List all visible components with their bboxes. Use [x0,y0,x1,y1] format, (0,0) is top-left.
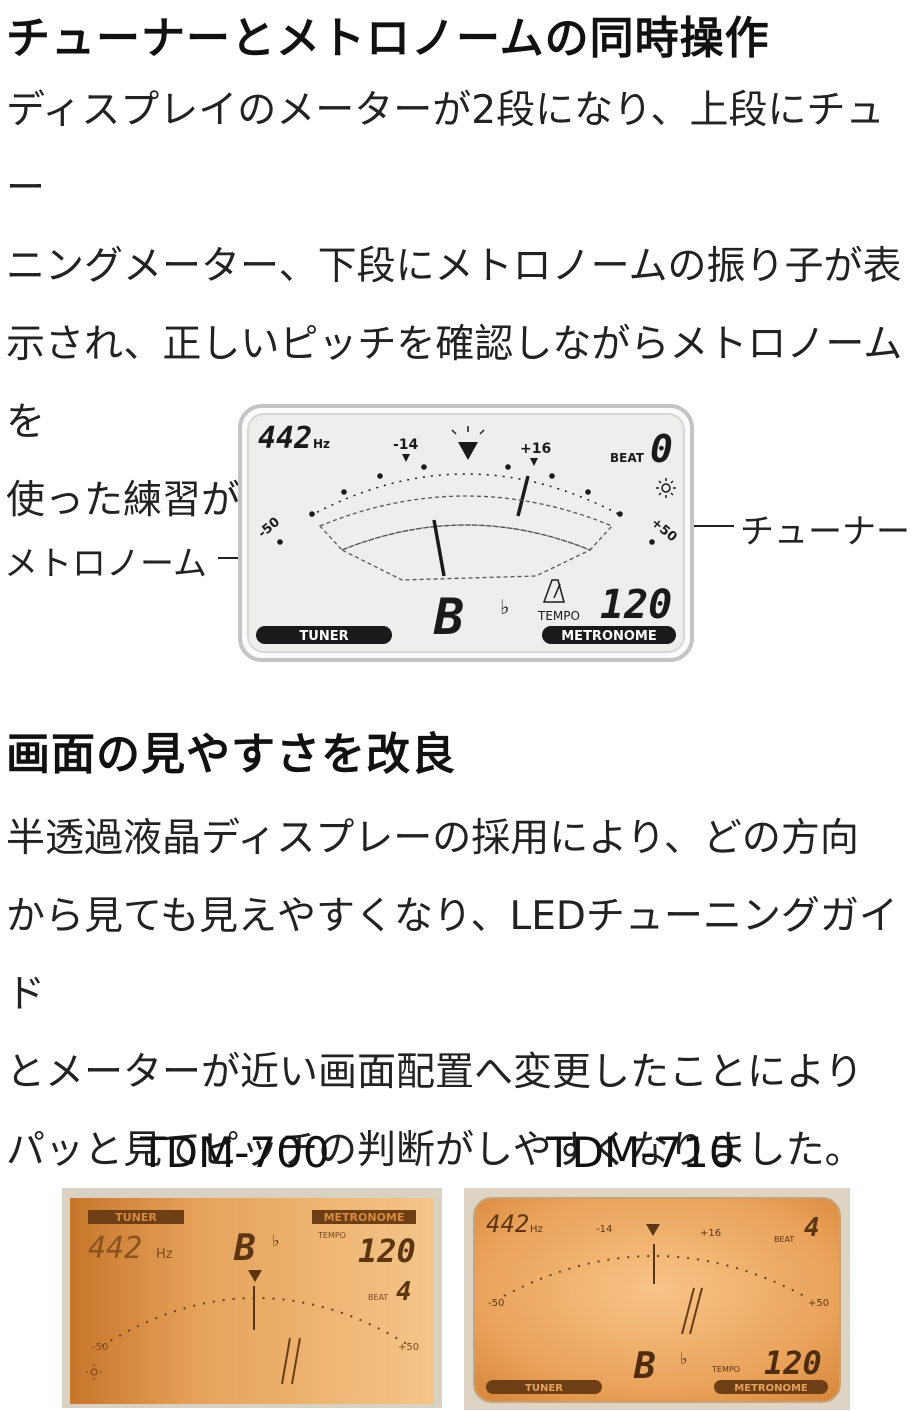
tdm-710-pendulum-1 [681,1287,695,1335]
tuner-badge [256,626,392,644]
tdm-710-pendulum-2 [689,1287,703,1335]
callout-label-tuner: チューナー [740,512,910,552]
tdm-700-accidental: ♭ [272,1231,280,1250]
photo-tdm-700-svg: TUNER METRONOME 442 Hz B ♭ TEMPO 120 BEA… [62,1188,442,1408]
tdm-700-backlight-icon [86,1364,102,1380]
in-tune-rays-icon [451,426,485,435]
photo-tdm-700: TUNER METRONOME 442 Hz B ♭ TEMPO 120 BEA… [62,1188,442,1408]
tdm-710-frequency-unit: Hz [530,1224,543,1235]
section-body-visibility: 半透過液晶ディスプレーの採用により、どの方向 から見ても見えやすくなり、LEDチ… [6,816,898,1173]
model-label-tdm-700: TDM-700 [140,1128,330,1177]
tdm-700-tuner-badge-label: TUNER [115,1211,157,1224]
section-body-simultaneous-operation: ディスプレイのメーターが2段になり、上段にチュー ニングメーター、下段にメトロノ… [6,88,903,523]
section-title-visibility: 画面の見やすさを改良 [6,729,456,780]
tdm-710-tempo-label: TEMPO [711,1365,740,1374]
tuner-needle [516,475,530,517]
backlight-sun-icon [656,478,676,498]
tdm-700-tempo-label: TEMPO [317,1231,346,1240]
tdm-710-mark-plus50: +50 [808,1298,829,1309]
tdm-710-note: B [633,1346,656,1387]
lcd-tempo-value: 120 [600,582,672,628]
tdm-710-tuner-badge [486,1380,602,1394]
metronome-meter-region [340,524,592,581]
lcd-plus50-dot [649,539,655,545]
lcd-accidental: ♭ [500,595,509,619]
tdm-700-frequency: 442 [88,1231,142,1266]
tuner-badge-label: TUNER [299,629,348,644]
flat-indicator-icon [402,454,410,462]
lcd-frequency-unit: Hz [313,437,330,451]
section-title-simultaneous-operation: チューナーとメトロノームの同時操作 [6,13,770,64]
model-label-tdm-710: TDM-710 [546,1128,736,1177]
tdm-710-tuner-badge-label: TUNER [525,1383,563,1394]
tdm-710-frequency: 442 [486,1210,529,1238]
tdm-700-metronome-badge [312,1210,416,1224]
tdm-710-screen [473,1197,841,1403]
metronome-badge-label: METRONOME [561,629,657,644]
tuner-arc [309,473,623,517]
metronome-icon [542,579,565,603]
tdm-700-mark-plus50: +50 [398,1342,419,1353]
tdm-710-metronome-badge [714,1380,828,1394]
photo-tdm-710: 442 Hz -14 +16 BEAT 4 -50 +50 B ♭ TEMPO … [464,1188,850,1410]
tdm-700-metronome-badge-label: METRONOME [324,1211,405,1224]
metronome-pendulum [432,519,446,577]
tdm-700-screen [70,1198,434,1404]
in-tune-indicator-icon [458,442,478,460]
tdm-710-mark-plus16: +16 [700,1228,721,1239]
lcd-frequency: 442 [258,421,312,456]
lcd-diagram: 442 Hz -14 +16 BEAT 0 -50 +50 [238,404,694,662]
lcd-tempo-label: TEMPO [537,609,580,623]
sharp-indicator-icon [530,458,538,466]
lcd-beat-label: BEAT [610,451,645,465]
lcd-mark-minus14: -14 [393,437,419,453]
lcd-screen [247,413,685,653]
lcd-note: B [433,588,464,646]
photo-tdm-710-svg: 442 Hz -14 +16 BEAT 4 -50 +50 B ♭ TEMPO … [464,1188,850,1410]
tdm-710-tempo-value: 120 [764,1344,822,1382]
lcd-mark-plus16: +16 [520,441,551,457]
lcd-minus50-dot [277,539,283,545]
tdm-710-beat-label: BEAT [774,1235,794,1244]
tdm-700-in-tune-indicator-icon [248,1270,262,1282]
tdm-700-pendulum-1 [281,1337,291,1385]
tdm-700-mark-minus50: -50 [92,1342,108,1353]
tdm-700-frequency-unit: Hz [156,1247,173,1262]
lcd-beat-value: 0 [650,427,673,471]
tdm-700-beat-label: BEAT [368,1293,388,1302]
tuner-arc-dots [309,464,623,517]
tdm-710-beat-value: 4 [804,1213,820,1243]
tdm-700-arc [101,1297,411,1347]
tdm-710-arc [503,1255,805,1297]
tdm-710-mark-minus50: -50 [488,1298,504,1309]
metronome-badge [542,626,676,644]
tdm-700-beat-value: 4 [396,1277,412,1307]
callout-label-metronome: メトロノーム [4,544,207,584]
tdm-700-tempo-value: 120 [358,1232,416,1270]
tdm-700-pendulum-2 [291,1337,301,1385]
lcd-diagram-svg: 442 Hz -14 +16 BEAT 0 -50 +50 [238,404,694,662]
tdm-700-tuner-badge [88,1210,184,1224]
tdm-710-accidental: ♭ [680,1349,688,1368]
tdm-710-metronome-badge-label: METRONOME [734,1383,808,1394]
tdm-700-note: B [233,1228,256,1269]
tdm-710-in-tune-indicator-icon [646,1224,660,1236]
tdm-710-mark-minus14: -14 [596,1224,612,1235]
